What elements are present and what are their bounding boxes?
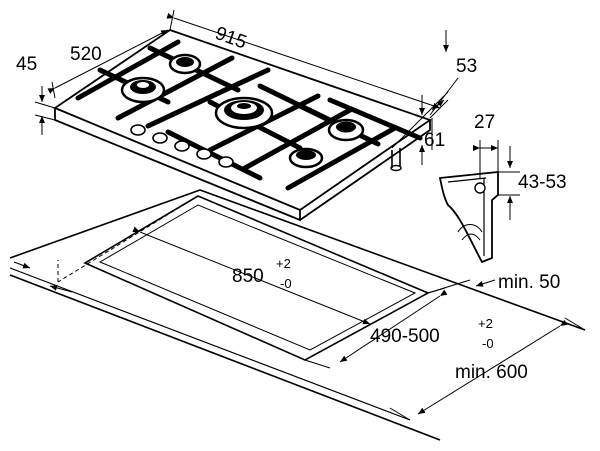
label-hob-depth: 520 xyxy=(70,44,102,65)
svg-text:-0: -0 xyxy=(482,336,494,351)
label-bracket-width: 27 xyxy=(474,112,495,133)
label-cutout-depth: 490-500 +2 -0 xyxy=(370,316,494,351)
projection-lines xyxy=(57,195,199,283)
fixing-bracket xyxy=(438,171,499,264)
label-worktop-depth: min. 600 xyxy=(455,362,528,383)
svg-text:850: 850 xyxy=(232,266,264,287)
label-hob-width: 915 xyxy=(212,23,249,54)
worktop xyxy=(9,189,586,441)
label-rear-clearance: min. 50 xyxy=(498,272,560,293)
label-side-offset: 53 xyxy=(456,56,477,77)
label-worktop-thickness: 43-53 xyxy=(518,172,567,193)
label-hob-height: 45 xyxy=(16,54,37,75)
svg-text:+2: +2 xyxy=(478,316,493,331)
burner-wok-center xyxy=(214,96,274,130)
svg-text:+2: +2 xyxy=(276,256,291,271)
burner-right-front xyxy=(288,147,324,169)
label-cutout-width: 850 +2 -0 xyxy=(232,256,292,291)
hob xyxy=(53,29,432,222)
control-knobs xyxy=(130,124,234,168)
svg-text:490-500: 490-500 xyxy=(370,326,440,347)
svg-text:-0: -0 xyxy=(280,276,292,291)
burner-left xyxy=(120,76,166,104)
burner-rear-left xyxy=(168,53,202,75)
burner-right-rear xyxy=(327,118,365,142)
dim-lines xyxy=(13,9,586,421)
label-rear-offset: 61 xyxy=(424,130,445,151)
